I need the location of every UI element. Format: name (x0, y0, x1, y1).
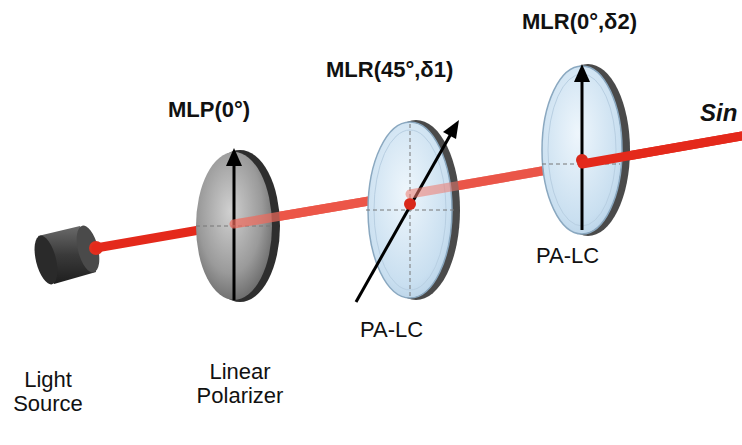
pa-lc-retarder (542, 64, 630, 236)
pa-lc-retarder (356, 120, 460, 302)
part-label: PA-LC (536, 244, 599, 268)
part-label: Linear Polarizer (190, 360, 290, 408)
light-source (30, 223, 103, 286)
part-label: Light Source (8, 368, 88, 416)
mueller-label: MLR(0°,δ2) (522, 10, 637, 34)
mueller-label: MLP(0°) (168, 98, 250, 122)
stokes-label: Sin (700, 100, 737, 126)
mueller-label: MLR(45°,δ1) (326, 58, 453, 82)
part-label: PA-LC (360, 318, 423, 342)
